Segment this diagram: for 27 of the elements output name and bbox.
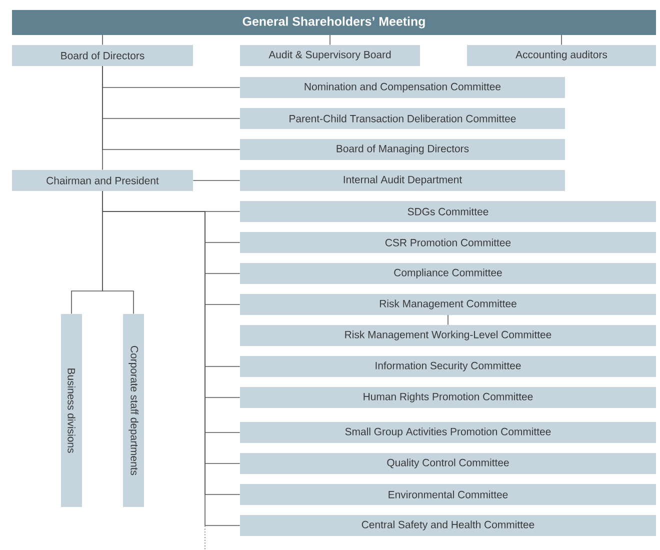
unit-box: Internal Audit Department [240,170,565,191]
unit-box: Board of Managing Directors [240,139,565,160]
header-bar: General Shareholders’ Meeting [12,10,656,35]
connector-line [102,66,103,170]
unit-box: Information Security Committee [240,356,656,377]
connector-line [102,190,134,314]
unit-box: Environmental Committee [240,484,656,505]
unit-box: Corporate staff departments [123,314,144,507]
unit-box: Small Group Activities Promotion Committee [240,422,656,443]
unit-box: Business divisions [61,314,82,507]
connector-line [561,34,562,46]
unit-box: Audit & Supervisory Board [240,45,420,66]
unit-box: Nomination and Compensation Committee [240,77,565,98]
unit-box: Quality Control Committee [240,453,656,474]
unit-box: CSR Promotion Committee [240,232,656,253]
unit-box: SDGs Committee [240,201,656,222]
unit-box: Central Safety and Health Committee [240,515,656,536]
unit-box: Parent-Child Transaction Deliberation Committee [240,108,565,129]
unit-box: Accounting auditors [467,45,656,66]
unit-box: Risk Management Working-Level Committee [240,325,656,346]
unit-box: Board of Directors [12,45,193,66]
connector-line [102,34,103,46]
unit-box: Human Rights Promotion Committee [240,387,656,408]
connector-line [192,180,240,181]
unit-box: Chairman and President [12,170,193,191]
unit-box: Compliance Committee [240,263,656,284]
unit-box: Risk Management Committee [240,294,656,315]
